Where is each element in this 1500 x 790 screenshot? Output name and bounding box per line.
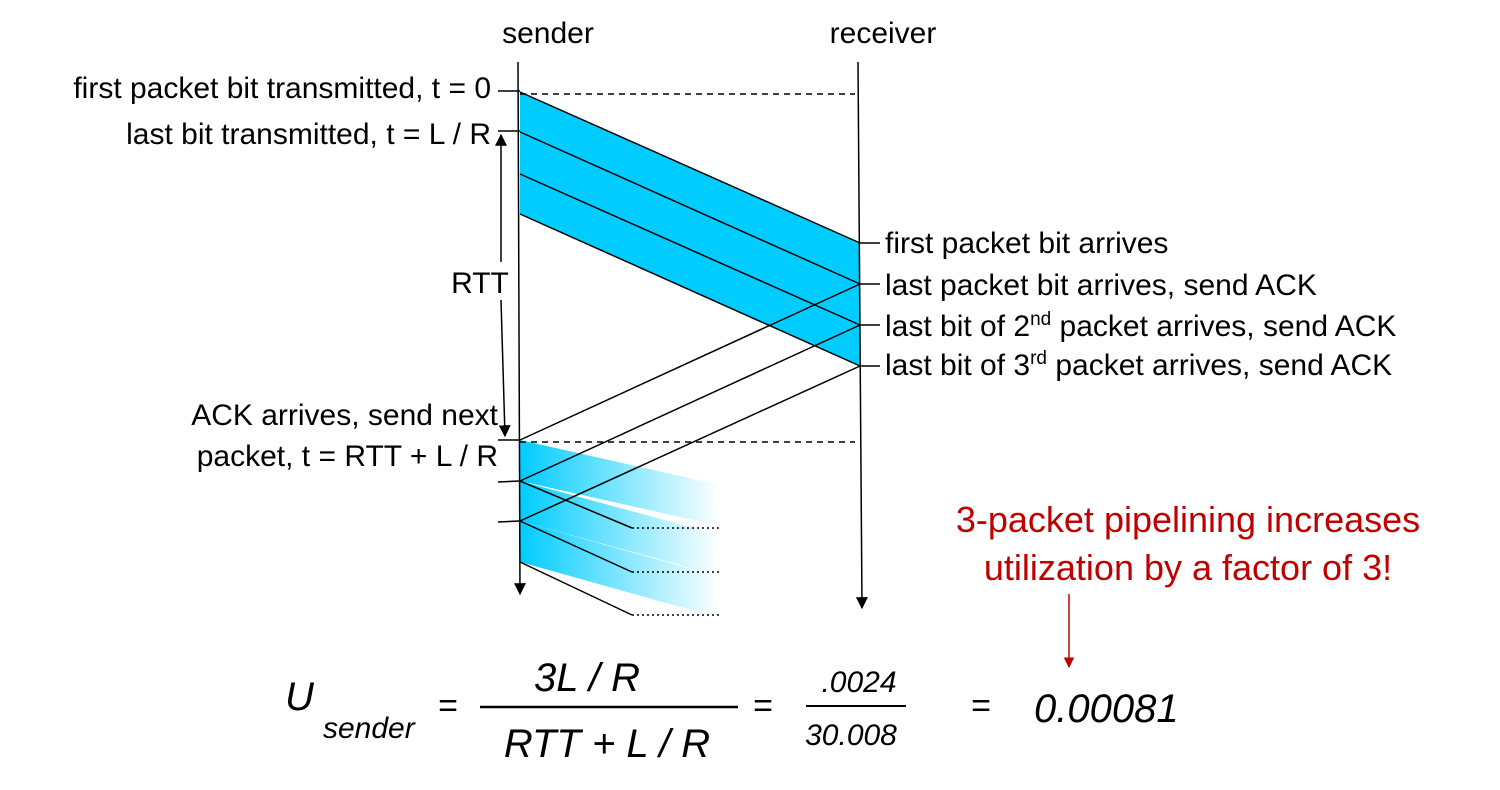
formula-equals-1: =	[438, 687, 458, 725]
formula-equals-3: =	[971, 687, 991, 725]
next-packet-2-band	[520, 481, 720, 576]
last-bit-transmitted-label: last bit transmitted, t = L / R	[126, 118, 491, 151]
ack-3-line	[519, 365, 861, 522]
tick-next-packet-3	[497, 520, 521, 523]
tick-next-packet-2	[497, 480, 521, 483]
second-packet-arrives-label: last bit of 2nd packet arrives, send ACK	[885, 309, 1396, 343]
packet-2-band	[520, 132, 860, 325]
first-bit-transmitted-label: first packet bit transmitted, t = 0	[73, 72, 491, 105]
formula-denominator-value: 30.008	[805, 719, 897, 752]
ack-arrives-label-line1: ACK arrives, send next	[191, 399, 498, 432]
packet-3-band	[520, 174, 860, 366]
receiver-timeline	[855, 61, 868, 610]
packet-1-band	[520, 92, 860, 284]
next-packet-1-solid-edge	[519, 480, 633, 529]
packet-1-2-boundary	[519, 131, 861, 285]
next-packet-1-band	[520, 440, 720, 526]
callout-line2: utilization by a factor of 3!	[984, 547, 1392, 588]
ack-arrives-label-line2: packet, t = RTT + L / R	[197, 440, 498, 473]
rtt-arrow-lower	[498, 299, 511, 438]
callout-line1: 3-packet pipelining increases	[956, 499, 1420, 540]
formula-u-subscript: sender	[323, 712, 416, 745]
packet-3-bottom-edge	[519, 213, 861, 367]
receiver-header: receiver	[830, 17, 937, 50]
formula-numerator: 3L / R	[534, 656, 640, 700]
sender-timeline	[513, 61, 526, 596]
formula-equals-2: =	[753, 687, 773, 725]
third-packet-arrives-label: last bit of 3rd packet arrives, send ACK	[885, 348, 1392, 382]
formula-u: U	[285, 675, 315, 719]
formula-denominator: RTT + L / R	[504, 722, 710, 766]
ack-1-line	[519, 283, 861, 441]
rtt-label: RTT	[451, 267, 509, 300]
formula-result: 0.00081	[1034, 687, 1179, 731]
packet-2-3-boundary	[519, 173, 861, 326]
packet-1-top-edge	[519, 91, 861, 244]
next-packet-2-solid-edge	[519, 520, 633, 573]
sender-header: sender	[502, 17, 594, 50]
ack-2-line	[519, 324, 861, 482]
formula-numerator-value: .0024	[821, 666, 896, 699]
first-bit-arrives-label: first packet bit arrives	[885, 227, 1168, 260]
next-packet-3-solid-edge	[519, 561, 633, 616]
next-packet-3-band	[520, 521, 720, 618]
last-bit-arrives-label: last packet bit arrives, send ACK	[885, 269, 1317, 302]
